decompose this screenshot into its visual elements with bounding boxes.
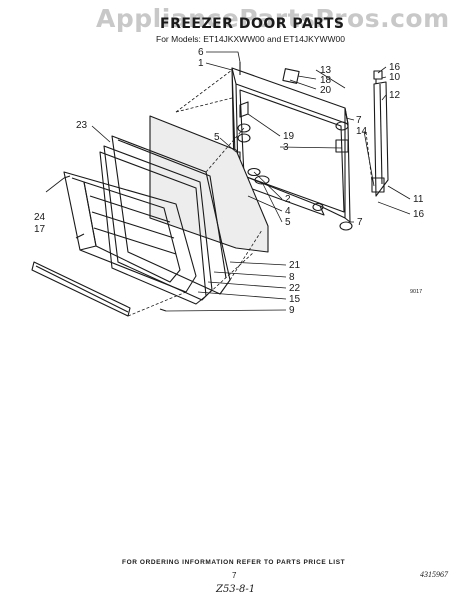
callout-17: 17 [34,224,46,235]
ordering-info: FOR ORDERING INFORMATION REFER TO PARTS … [122,559,346,566]
model-subtitle: For Models: ET14JKXWW00 and ET14JKYWW00 [156,34,345,44]
document-number: 4315967 [420,570,448,579]
callout-8: 8 [289,272,295,283]
callout-6: 6 [198,47,204,58]
callout-5-lower: 5 [285,217,291,228]
callout-7-bottom: 7 [357,217,363,228]
door-handle [371,70,389,197]
callout-3: 3 [283,142,289,153]
callout-1: 1 [198,58,204,69]
shelf-trim [31,261,131,317]
callout-24: 24 [34,212,46,223]
figure-code: 9017 [410,289,423,295]
callout-2: 2 [285,194,291,205]
top-hinge-parts [237,68,349,153]
callout-5-upper: 5 [214,132,220,143]
callout-11: 11 [413,194,424,205]
callout-16-bottom: 16 [413,209,425,220]
callout-15: 15 [289,294,301,305]
callout-13: 13 [320,65,332,76]
callout-12: 12 [389,90,401,101]
page-title: FREEZER DOOR PARTS [160,16,345,32]
callout-10: 10 [389,72,401,83]
callout-14: 14 [356,126,368,137]
leader-lines [45,51,411,312]
page-number: 7 [232,571,237,580]
callout-23: 23 [76,120,88,131]
callout-21: 21 [289,260,301,271]
callout-18: 18 [320,75,332,86]
callout-4: 4 [285,206,291,217]
watermark: AppliancePartsPros.com [96,4,450,33]
small-screws [63,62,241,312]
callout-7-top: 7 [356,115,362,126]
handwritten-note: Z53-8-1 [216,584,256,595]
callout-labels: 6 1 13 18 20 16 10 12 7 14 23 5 19 3 2 4… [34,47,425,316]
callout-16-top: 16 [389,62,401,73]
callout-9: 9 [289,305,295,316]
callout-19: 19 [283,131,295,142]
callout-22: 22 [289,283,301,294]
callout-20: 20 [320,85,332,96]
